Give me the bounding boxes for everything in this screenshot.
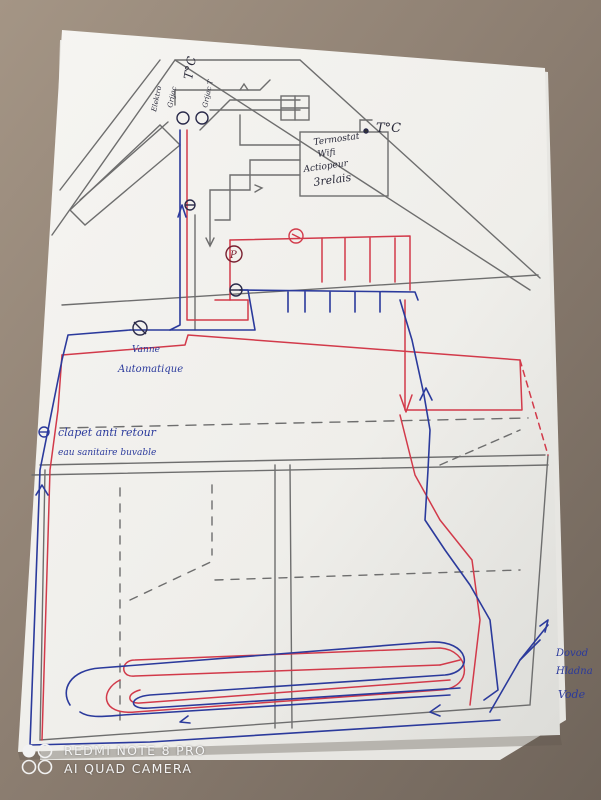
vanne-label-2: Automatique [117,364,183,375]
tc-top-label: T°C [181,55,199,80]
clapet-label-1: clapet anti retour [58,426,157,439]
dovod-label-3: Vode [558,688,586,701]
pencil-lines [31,59,549,741]
dovod-label-1: Dovod [555,648,588,659]
handwritten-labels: Termostat Wifi Actiopeur 3relais T°C T°C… [58,55,593,701]
watermark-model: REDMI NOTE 8 PRO [64,743,207,758]
collector-sensor-icon [176,111,190,125]
collector-sensor-icon-2 [195,111,209,125]
sensor-dot-icon [363,128,369,134]
clapet-label-2: eau sanitaire buvable [58,448,156,458]
components [38,111,369,438]
dovod-label-2: Hladna [555,666,593,677]
termostat-label-2: Wifi [317,148,336,160]
pump-icon [225,245,243,263]
blue-cold-lines [29,129,549,746]
gauge-icon [288,228,304,244]
vanne-label-1: Vanne [132,345,160,355]
pump-label: P [229,250,237,261]
camera-lenses-icon [21,743,53,775]
tc-roof-label: T°C [376,121,401,136]
paper-shadow [18,735,562,760]
camera-watermark: REDMI NOTE 8 PRO AI QUAD CAMERA [20,742,206,776]
paper-sheet [18,30,560,752]
vanne-valve-icon [132,320,148,336]
red-hot-lines [41,129,549,741]
watermark-camera: AI QUAD CAMERA [64,761,193,776]
termostat-label-4: 3relais [313,171,353,189]
